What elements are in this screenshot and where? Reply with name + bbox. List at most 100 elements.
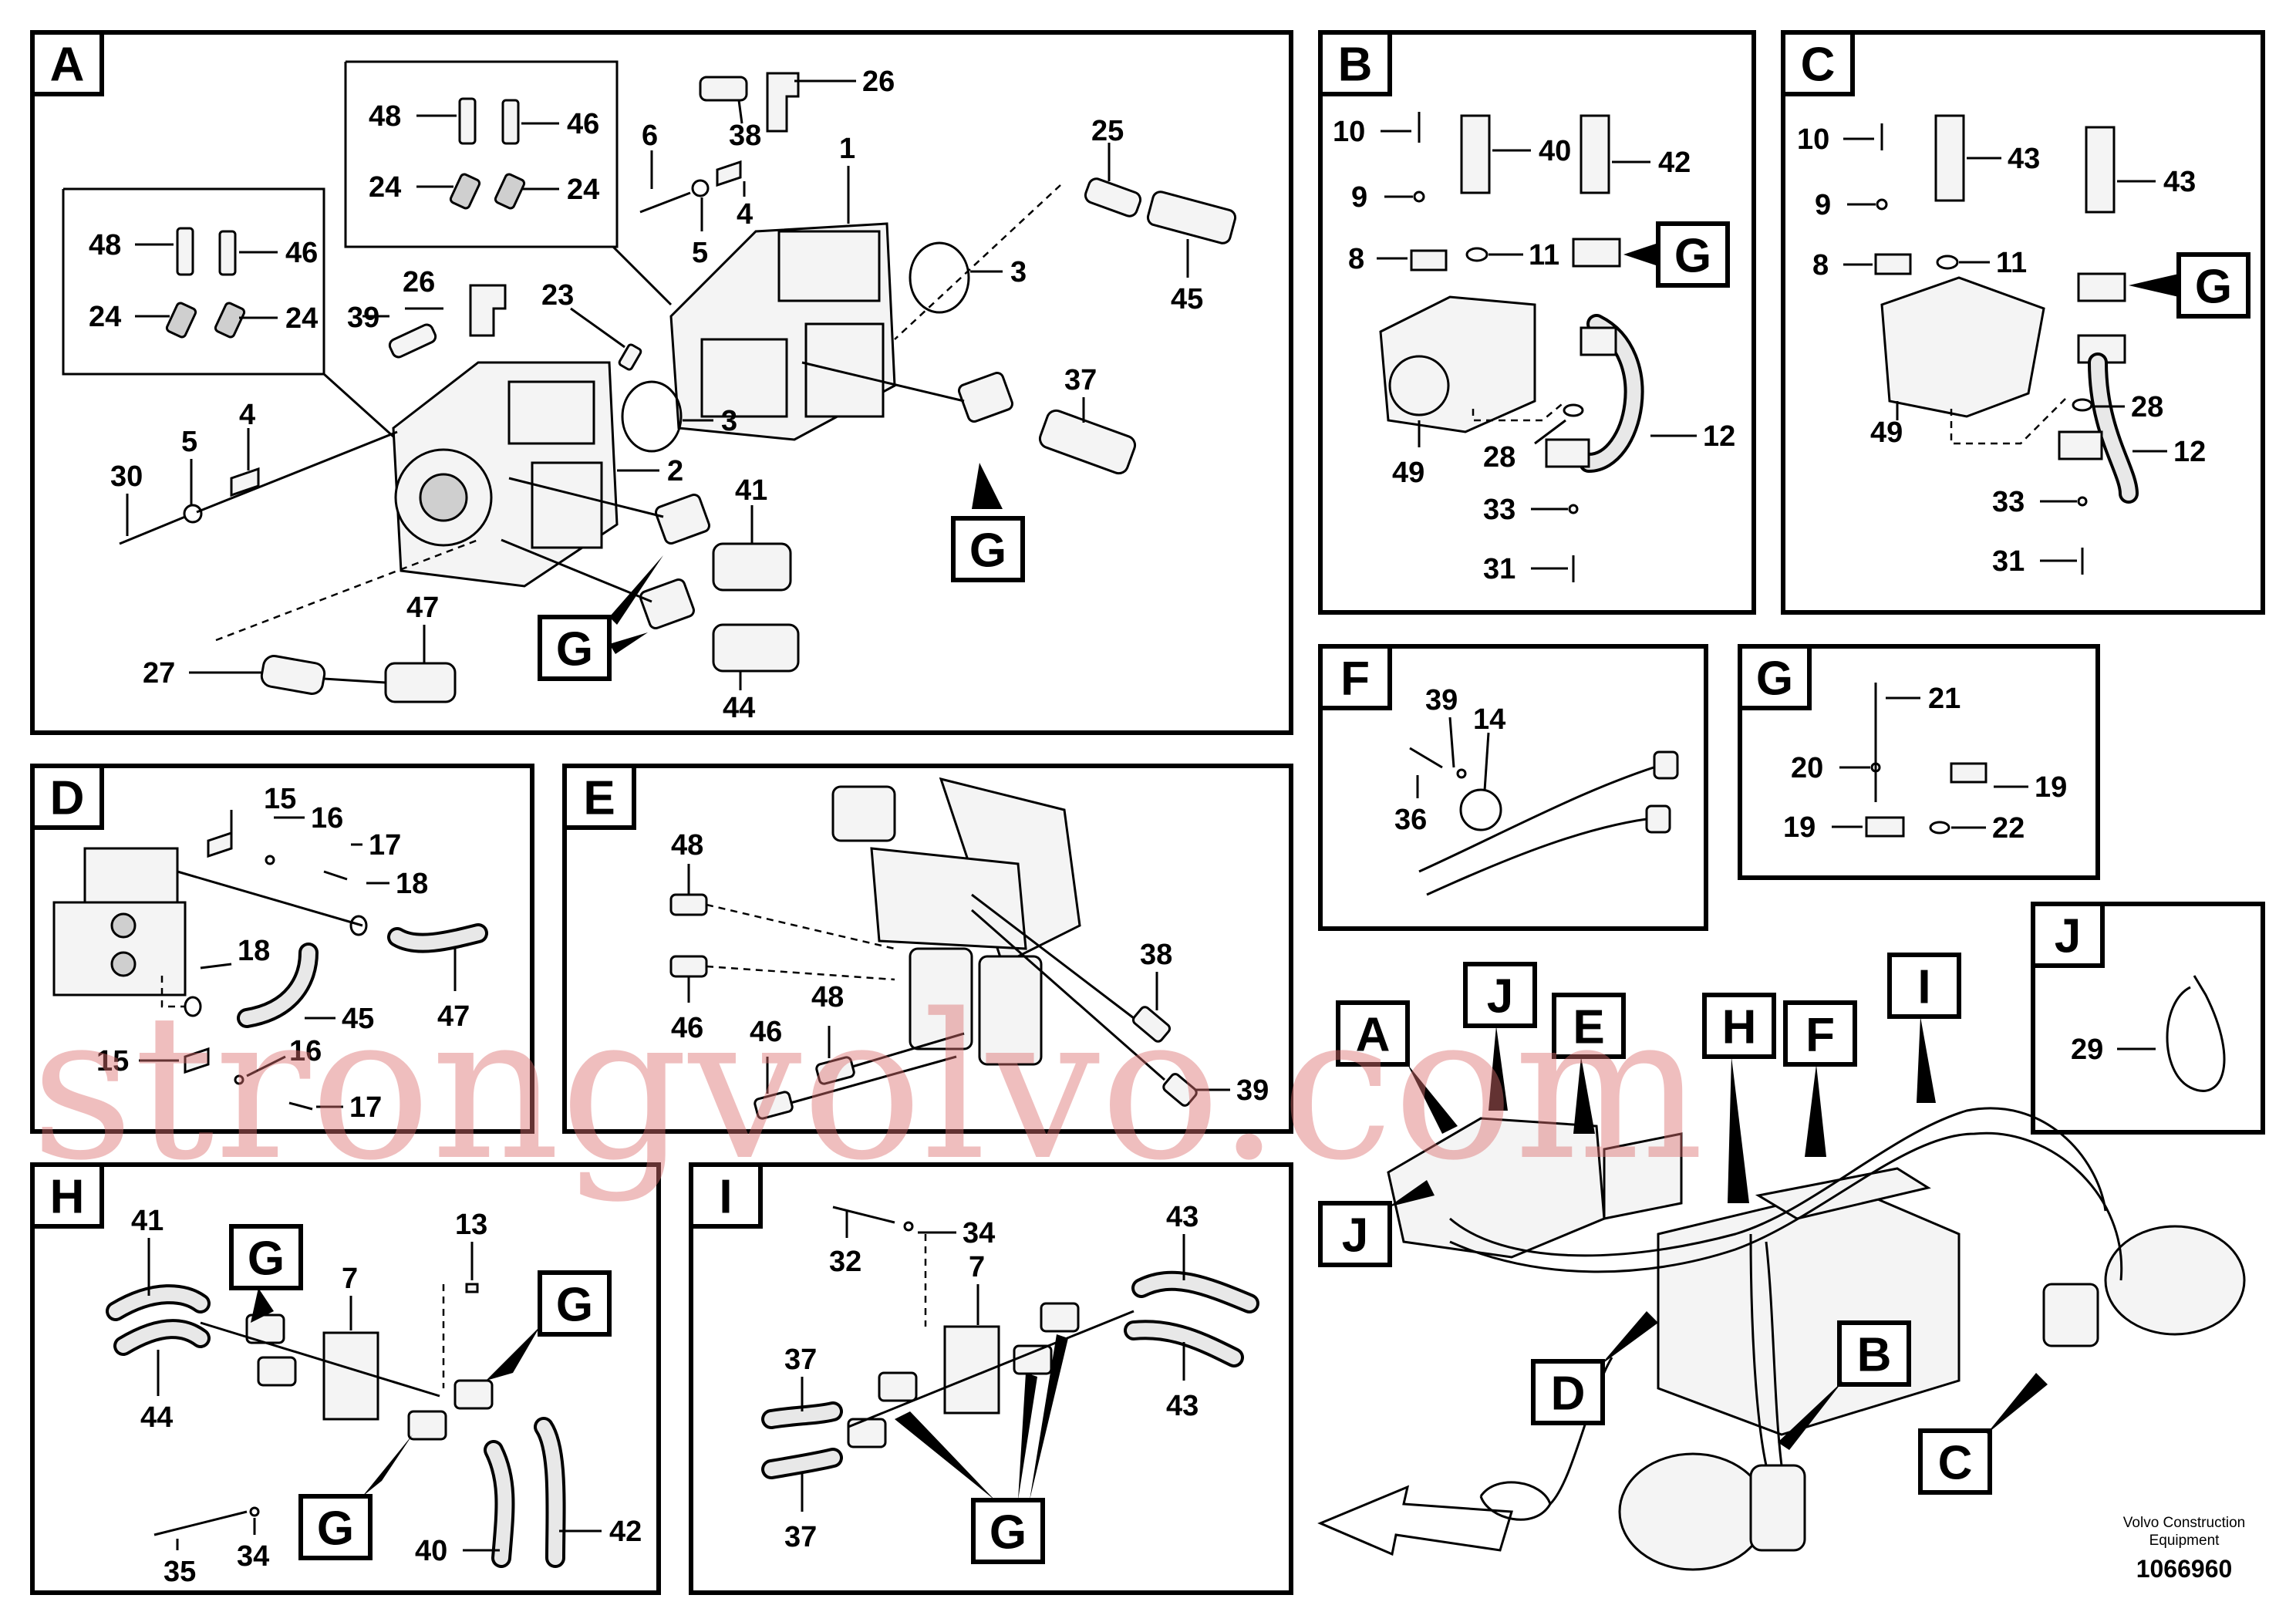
label-h-34: 34 (237, 1540, 269, 1573)
label-i-32: 32 (829, 1246, 861, 1278)
e-solenoid (831, 785, 896, 842)
flange-g-41 (655, 494, 710, 545)
e-filter-b (978, 955, 1043, 1066)
callout-g-b-arrow (1623, 243, 1658, 266)
f-clamp-14 (1459, 788, 1502, 831)
washer-5-top (691, 179, 710, 197)
label-a-37: 37 (1064, 364, 1097, 396)
e-fitting-48 (669, 893, 708, 916)
h-block-7 (322, 1331, 379, 1421)
h-hose-42-inner (537, 1420, 563, 1565)
fitting-46-top (501, 99, 520, 145)
label-h-7: 7 (342, 1263, 358, 1295)
c-o-ring-11 (1936, 255, 1959, 270)
d-bolt-17 (323, 870, 348, 881)
panel-e: E 48 46 48 46 38 39 (562, 764, 1293, 1134)
label-a-44: 44 (723, 692, 755, 724)
panel-f: F 39 14 36 (1318, 644, 1708, 931)
ov-tag-i-box (1887, 953, 1961, 1019)
b-flange-mid (1580, 326, 1617, 356)
fitting-25 (1084, 177, 1142, 218)
i-washer-34 (903, 1221, 914, 1232)
elbow-24-top-b (494, 173, 526, 210)
ov-tag-c-box (1918, 1428, 1992, 1495)
label-f-36: 36 (1394, 804, 1427, 836)
label-a-2: 2 (667, 455, 683, 487)
label-g-21: 21 (1928, 683, 1961, 715)
b-o-ring-11 (1465, 247, 1489, 262)
clip-4-left (230, 467, 260, 497)
label-c-10: 10 (1797, 123, 1829, 156)
h-plug-13 (465, 1283, 479, 1293)
label-h-44: 44 (140, 1401, 173, 1434)
callout-g-h1-box (229, 1224, 303, 1290)
label-b-40: 40 (1539, 135, 1571, 167)
callout-g-b: G (1674, 230, 1711, 283)
overview-tank-top (1755, 1167, 1931, 1220)
h-flange-c (453, 1379, 494, 1410)
label-b-42: 42 (1658, 147, 1691, 179)
pump-2-side-block (531, 461, 603, 549)
label-a-4: 4 (737, 198, 753, 231)
label-d-17b: 17 (349, 1091, 382, 1124)
d-washer-16b (234, 1074, 244, 1085)
hose-end-47 (384, 662, 457, 703)
h-axis (200, 1321, 440, 1398)
footer-maker-line1: Volvo Construction (2123, 1515, 2245, 1531)
ov-tag-d-arrow (1600, 1311, 1658, 1365)
overview-hose-main-b (1449, 1131, 2123, 1281)
c-dash (1950, 396, 2068, 445)
label-h-13: 13 (455, 1209, 487, 1241)
overview-hose-main (1449, 1107, 2107, 1257)
overview-travel-motor-right (2104, 1225, 2246, 1336)
label-d-18: 18 (396, 868, 428, 900)
label-a-26b: 26 (403, 266, 435, 298)
label-i-43b: 43 (1166, 1390, 1199, 1422)
dash-27-to-pump (215, 538, 479, 642)
ov-tag-a: A (1356, 1009, 1391, 1062)
f-hose-b (1426, 816, 1659, 896)
inset-top-frame (346, 60, 673, 306)
b-dash (1472, 400, 1566, 422)
panel-h: H G G G 41 7 13 44 35 (30, 1162, 661, 1595)
bolt-axis-left (196, 430, 398, 514)
pump-1-front-block (700, 338, 788, 418)
d-hose-45-inner (240, 946, 315, 1025)
label-e-48b: 48 (811, 981, 844, 1013)
c-o-ring-28 (2072, 398, 2093, 412)
f-hose-end-a (1653, 750, 1679, 780)
panel-g-tag-box (1738, 644, 1812, 710)
ov-tag-h: H (1722, 1001, 1757, 1054)
leader-f-39 (1448, 717, 1455, 768)
i-hose-43b-inner (1127, 1323, 1241, 1364)
footer-drawing-id: 1066960 (2136, 1555, 2233, 1583)
label-a-3: 3 (1010, 256, 1027, 288)
c-half-flange-8 (1874, 253, 1912, 275)
j-cable-tie-29 (2166, 975, 2226, 1092)
label-a-5b: 5 (181, 426, 197, 458)
axis-27-47 (323, 677, 386, 684)
callout-g-a2: G (556, 623, 593, 676)
callout-g-h1-arrow (251, 1288, 274, 1323)
hose-end-37 (1038, 409, 1137, 475)
panel-c-tag: C (1801, 39, 1836, 92)
callout-g-c-arrow (2129, 274, 2179, 297)
d-dash (160, 976, 185, 1008)
c-flange-low (2058, 430, 2103, 460)
elbow-26-top (766, 72, 800, 133)
label-d-18b: 18 (238, 935, 270, 967)
fitting-46-left (218, 230, 237, 276)
i-flange-b (1013, 1344, 1053, 1375)
e-axis-46b (790, 1055, 957, 1104)
panel-b: B G 10 40 42 9 8 11 49 28 (1318, 30, 1756, 615)
label-h-41: 41 (131, 1205, 164, 1237)
panel-i-tag: I (719, 1171, 732, 1224)
label-d-47: 47 (437, 1000, 470, 1033)
label-b-8: 8 (1348, 243, 1364, 275)
pump-2 (392, 361, 619, 588)
elbow-27 (260, 655, 326, 695)
d-port-b (110, 951, 137, 977)
e-axis-38 (971, 893, 1135, 1020)
panel-j: J 29 (2031, 902, 2265, 1135)
ov-tag-a-box (1336, 1000, 1410, 1067)
